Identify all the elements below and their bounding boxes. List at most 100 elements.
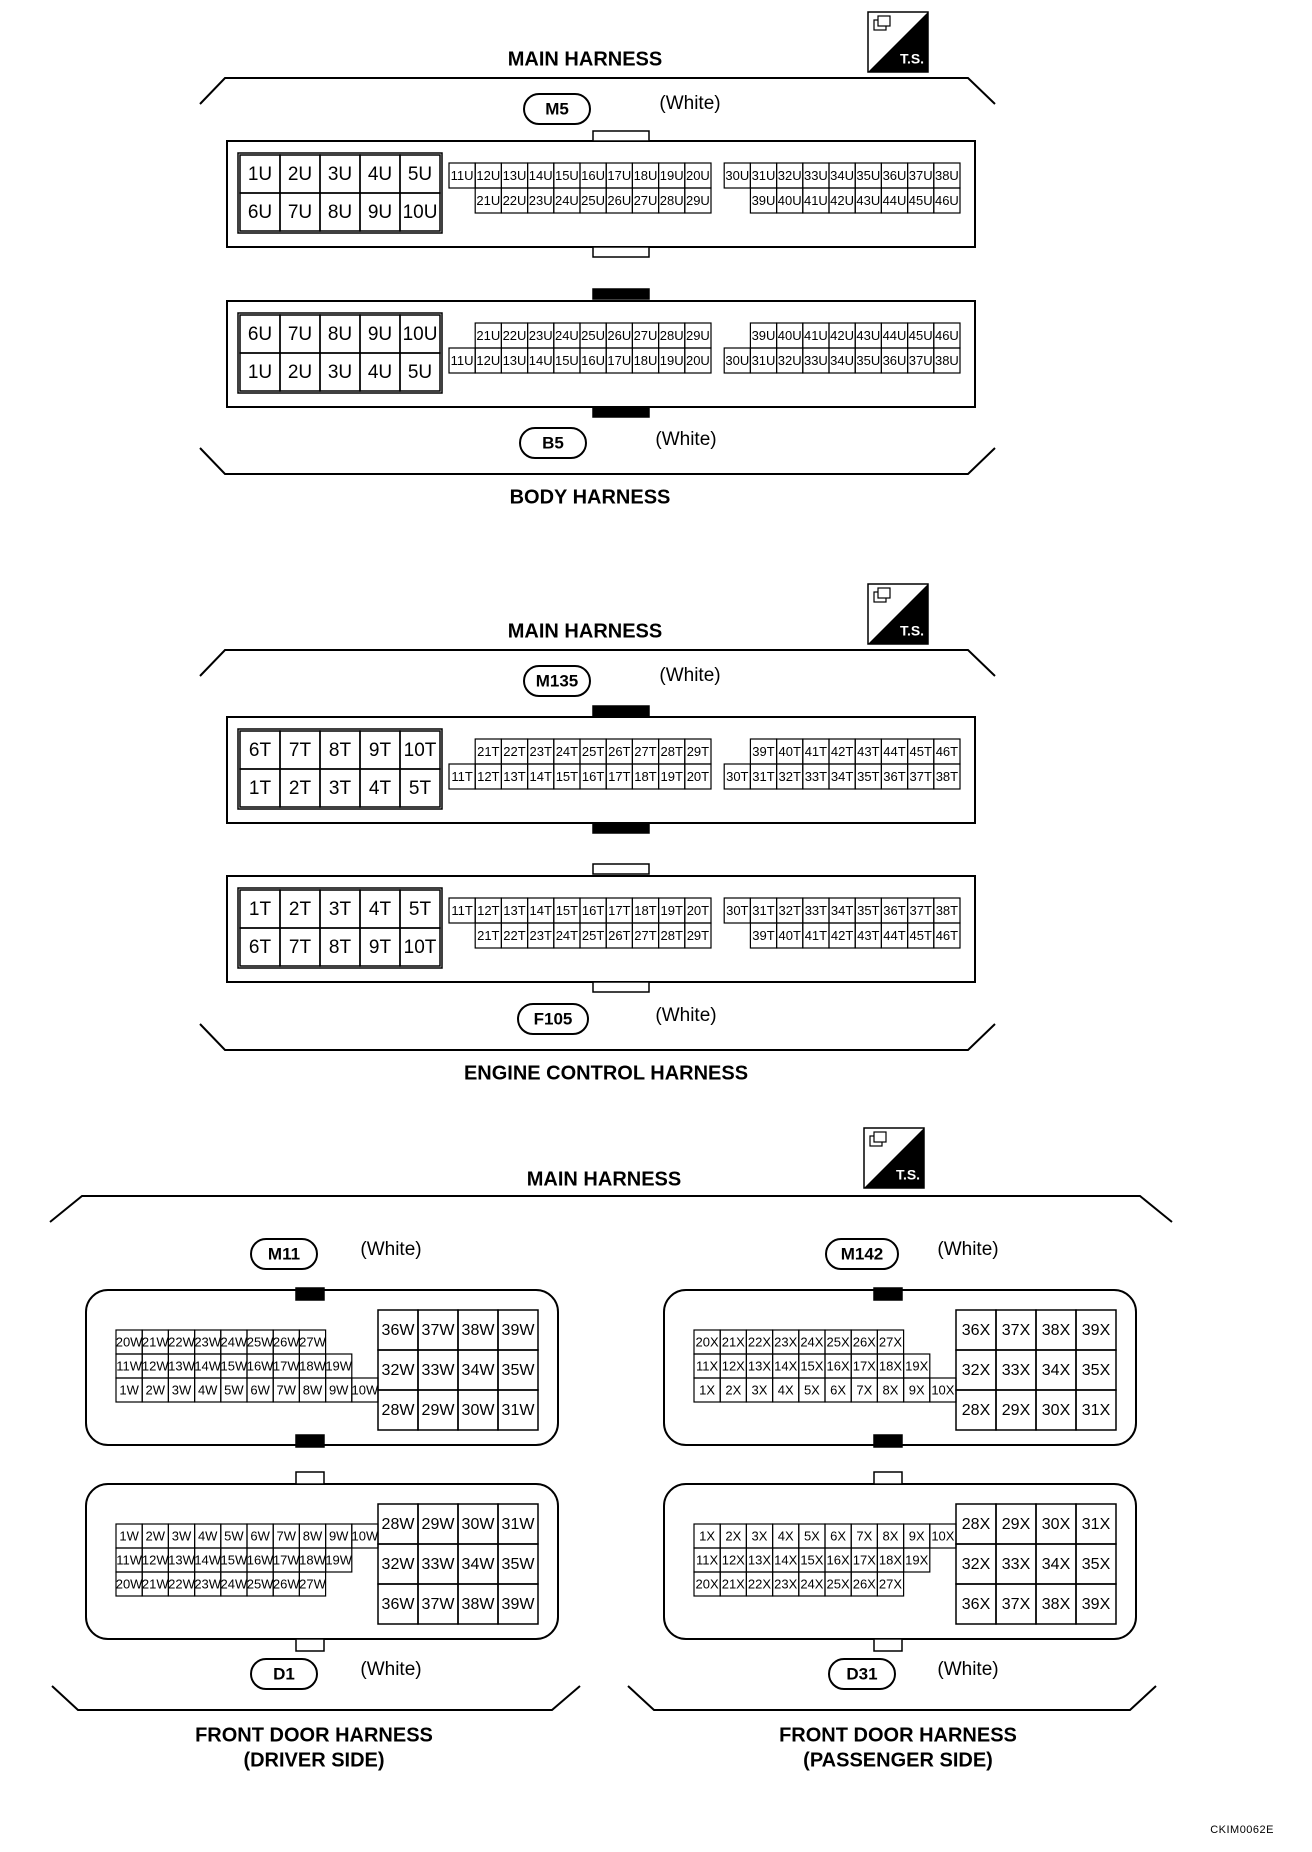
terminal-label: 21U [476, 193, 500, 208]
terminal-label: 37X [1002, 1322, 1031, 1339]
terminal-label: 2X [725, 1382, 741, 1397]
terminal-label: 27U [634, 328, 658, 343]
connector-color: (White) [655, 1005, 716, 1026]
terminal-label: 16U [581, 353, 605, 368]
terminal-label: 24T [556, 744, 578, 759]
terminal-label: 36X [962, 1596, 991, 1613]
terminal-label: 15W [221, 1358, 248, 1373]
terminal-label: 9U [368, 324, 392, 345]
terminal-cell [497, 1583, 539, 1625]
terminal-label: 6W [250, 1382, 270, 1397]
terminal-label: 35X [1082, 1556, 1111, 1573]
connector-id-f105: F105 [517, 1003, 589, 1035]
terminal-label: 40T [778, 928, 800, 943]
terminal-label: 22X [748, 1334, 771, 1349]
terminal-label: 23U [529, 328, 553, 343]
terminal-label: 44T [883, 928, 905, 943]
terminal-label: 20X [696, 1334, 719, 1349]
terminal-label: 8U [328, 202, 352, 223]
terminal-label: 22T [503, 744, 525, 759]
terminal-label: 28W [382, 1402, 416, 1419]
terminal-label: 14T [529, 769, 551, 784]
terminal-label: 35T [857, 903, 879, 918]
terminal-label: 5U [408, 362, 432, 383]
terminal-block [237, 887, 443, 969]
terminal-label: 23T [529, 744, 551, 759]
terminal-label: 38X [1042, 1322, 1071, 1339]
terminal-label: 27T [634, 744, 656, 759]
terminal-label: 21W [142, 1576, 169, 1591]
key-notch [873, 1638, 903, 1652]
terminal-label: 40U [778, 328, 802, 343]
connector-id-pill [523, 93, 591, 125]
terminal-label: 26U [607, 193, 631, 208]
terminal-label: 22T [503, 928, 525, 943]
terminal-label: 31T [752, 769, 774, 784]
terminal-label: 43T [857, 744, 879, 759]
terminal-label: 8U [328, 324, 352, 345]
key-notch [295, 1434, 325, 1448]
terminal-label: 24U [555, 328, 579, 343]
terminal-label: 20U [686, 168, 710, 183]
connector-id-d31: D31 [828, 1658, 896, 1690]
terminal-label: 19W [325, 1358, 352, 1373]
terminal-label: 27W [299, 1576, 326, 1591]
connector-id-text: D1 [273, 1664, 295, 1683]
terminal-label: 21T [477, 928, 499, 943]
ts-connector-glyph [877, 587, 891, 599]
key-notch [592, 863, 650, 875]
terminal-label: 7X [856, 1528, 872, 1543]
terminal-cell [399, 352, 441, 392]
terminal-label: 7U [288, 202, 312, 223]
terminal-label: 15W [221, 1552, 248, 1567]
figure-id: CKIM0062E [1210, 1824, 1274, 1836]
terminal-label: 45T [909, 928, 931, 943]
terminal-label: 43U [856, 328, 880, 343]
terminal-label: 18U [634, 353, 658, 368]
terminal-label: 19T [660, 769, 682, 784]
terminal-label: 46T [936, 744, 958, 759]
terminal-label: 22U [503, 328, 527, 343]
terminal-label: 33X [1002, 1556, 1031, 1573]
terminal-label: 31T [752, 903, 774, 918]
connector-color: (White) [360, 1659, 421, 1680]
terminal-label: 10U [403, 324, 438, 345]
terminal-label: 28W [382, 1516, 416, 1533]
terminal-label: 8T [329, 937, 352, 958]
terminal-label: 25U [581, 328, 605, 343]
terminal-label: 19U [660, 353, 684, 368]
terminal-label: 37U [909, 353, 933, 368]
main-harness-line [49, 1195, 1173, 1223]
terminal-label: 2X [725, 1528, 741, 1543]
terminal-label: 33U [804, 353, 828, 368]
terminal-label: 10T [404, 937, 437, 958]
terminal-label: 21U [476, 328, 500, 343]
terminal-label: 30T [726, 769, 748, 784]
terminal-label: 18T [634, 769, 656, 784]
ts-badge-icon: T.S. [867, 11, 929, 73]
terminal-label: 39U [752, 193, 776, 208]
terminal-label: 41T [805, 928, 827, 943]
terminal-label: 40T [778, 744, 800, 759]
terminal-label: 17U [607, 353, 631, 368]
terminal-label: 11U [451, 353, 474, 368]
terminal-label: 21W [142, 1334, 169, 1349]
terminal-label: 8T [329, 740, 352, 761]
terminal-label: 34X [1042, 1362, 1071, 1379]
terminal-label: 32U [778, 168, 802, 183]
terminal-label: 7W [277, 1382, 297, 1397]
key-notch [592, 130, 650, 142]
terminal-label: 13W [168, 1552, 195, 1567]
terminal-label: 9X [909, 1528, 925, 1543]
terminal-label: 5W [224, 1528, 244, 1543]
terminal-label: 30U [725, 168, 749, 183]
terminal-label: 36U [883, 353, 907, 368]
terminal-label: 18W [299, 1358, 326, 1373]
terminal-cell [1075, 1583, 1117, 1625]
terminal-label: 9T [369, 740, 392, 761]
terminal-label: 28U [660, 193, 684, 208]
